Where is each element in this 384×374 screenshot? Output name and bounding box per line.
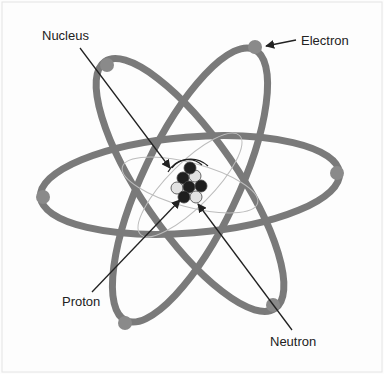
proton-ball (195, 180, 207, 192)
electron-dot (330, 166, 344, 180)
frame (2, 2, 382, 372)
electron-dot (100, 58, 114, 72)
electron-dot (118, 316, 132, 330)
neutron-ball (190, 191, 202, 203)
inner-orbit (125, 120, 255, 250)
part-label: Neutron (268, 334, 318, 349)
orbits (37, 29, 344, 341)
part-label: Electron (299, 33, 351, 48)
inner-orbits (117, 120, 264, 250)
inner-orbit (117, 146, 264, 225)
proton-ball (178, 191, 190, 203)
part-label: Proton (60, 294, 102, 309)
leader-line (80, 48, 170, 168)
leader-lines (80, 40, 296, 330)
electron-dot (248, 40, 262, 54)
leader-line (92, 200, 180, 292)
electrons (36, 40, 344, 330)
orbit (82, 29, 297, 341)
part-label: Nucleus (40, 28, 91, 43)
leader-line (198, 204, 292, 330)
orbit (65, 34, 314, 335)
leader-line (266, 40, 296, 46)
proton-ball (184, 162, 196, 174)
orbit (37, 125, 344, 245)
electron-dot (36, 190, 50, 204)
nucleus (171, 162, 207, 203)
